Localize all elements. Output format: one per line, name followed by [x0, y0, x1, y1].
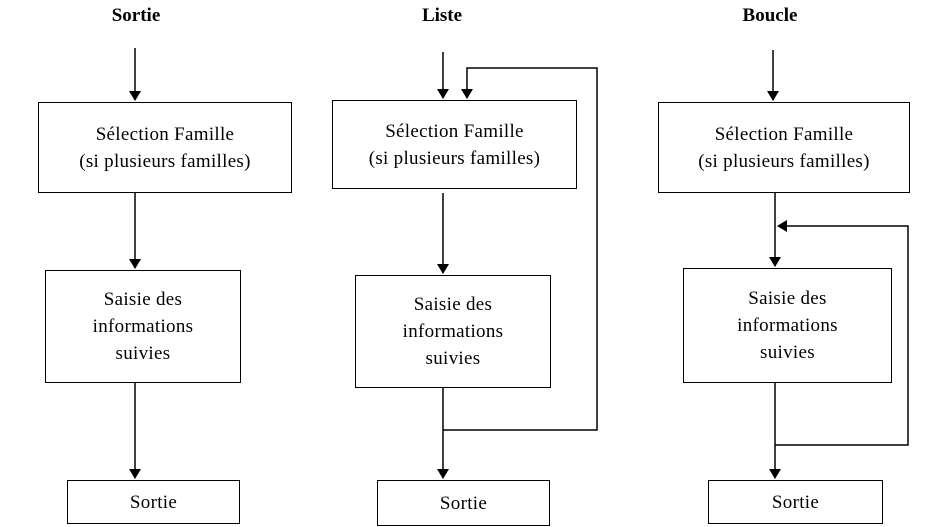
box-label: Sélection Famille (si plusieurs familles…	[698, 123, 870, 172]
box-sortie: Sortie	[377, 480, 550, 526]
box-label: Saisie des informations suivies	[402, 294, 504, 369]
column-title-boucle: Boucle	[742, 5, 798, 26]
box-selection-famille: Sélection Famille (si plusieurs familles…	[38, 102, 292, 193]
box-label: Sélection Famille (si plusieurs familles…	[368, 120, 541, 169]
box-label: Sélection Famille (si plusieurs familles…	[79, 123, 251, 172]
box-label: Sortie	[771, 491, 820, 513]
box-label: Sortie	[439, 492, 488, 514]
box-label: Saisie des informations suivies	[737, 288, 838, 363]
column-title-sortie: Sortie	[111, 5, 161, 26]
box-label: Saisie des informations suivies	[92, 289, 194, 364]
loop-boucle	[775, 220, 909, 446]
box-label: Sortie	[129, 491, 178, 513]
box-selection-famille: Sélection Famille (si plusieurs familles…	[658, 102, 910, 193]
box-saisie-informations: Saisie des informations suivies	[683, 268, 892, 383]
box-sortie: Sortie	[708, 480, 883, 524]
box-saisie-informations: Saisie des informations suivies	[355, 275, 551, 388]
box-selection-famille: Sélection Famille (si plusieurs familles…	[332, 100, 577, 189]
column-title-liste: Liste	[421, 5, 463, 26]
loop-liste	[443, 67, 598, 431]
box-sortie: Sortie	[67, 480, 240, 524]
box-saisie-informations: Saisie des informations suivies	[45, 270, 241, 383]
